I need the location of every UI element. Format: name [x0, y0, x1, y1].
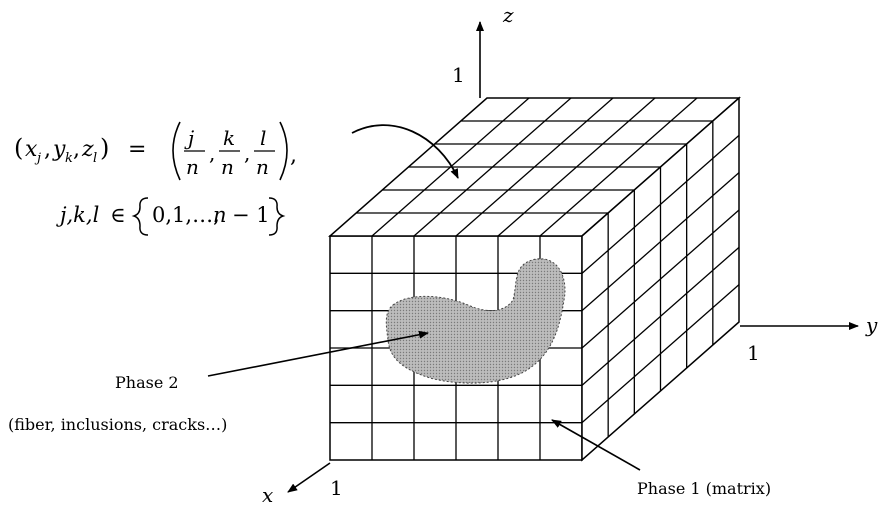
phase2-title: Phase 2	[115, 373, 179, 392]
formula-element-of: ∈	[110, 203, 126, 227]
formula-pointer-arrow	[351, 124, 459, 179]
formula-frac2-num: k	[223, 126, 235, 150]
formula-index-set: j,k,l	[56, 203, 99, 227]
formula-comma-4: ,	[244, 141, 250, 165]
z-tick-label: 1	[452, 63, 465, 87]
phase1-label: Phase 1 (matrix)	[637, 479, 771, 498]
formula-lhs-close: )	[100, 134, 109, 162]
phase1-pointer-arrow	[551, 419, 641, 471]
formula-lhs-y: y	[52, 137, 66, 162]
axes: z y x 1 1 1	[262, 3, 878, 507]
formula-brace-right	[268, 197, 286, 236]
formula-lhs-x: x	[25, 137, 38, 162]
formula-comma-2: ,	[73, 137, 80, 162]
formula-frac3-den: n	[256, 155, 269, 179]
formula-frac1-num: j	[184, 126, 194, 150]
phase-labels: Phase 2 (fiber, inclusions, cracks…) Pha…	[8, 373, 771, 498]
y-tick-label: 1	[747, 341, 760, 365]
x-axis	[287, 462, 331, 493]
formula-big-paren-right	[279, 121, 288, 181]
formula-brace-left	[131, 197, 149, 236]
y-axis-label: y	[865, 313, 878, 337]
formula-frac3-num: l	[260, 126, 266, 150]
formula-lhs-z: z	[81, 137, 94, 162]
formula-set-tail: − 1	[232, 203, 270, 227]
grid-formula: ( x j , y k , z l ) = j n , k n , l n , …	[14, 121, 297, 236]
formula-trailing-comma: ,	[290, 143, 297, 168]
phase2-inclusion	[385, 258, 566, 384]
formula-lhs-x-sub: j	[34, 151, 41, 166]
formula-set-content: 0,1,…,	[152, 203, 220, 227]
formula-equals: =	[128, 137, 146, 162]
formula-lhs-y-sub: k	[65, 151, 73, 166]
formula-lhs-open: (	[14, 134, 23, 162]
formula-comma-3: ,	[209, 141, 215, 165]
z-axis-label: z	[502, 3, 514, 27]
formula-lhs-z-sub: l	[93, 151, 97, 166]
phase2-pointer-arrow	[207, 330, 429, 377]
formula-set-n: n	[213, 203, 227, 227]
x-tick-label: 1	[330, 476, 343, 500]
formula-comma-1: ,	[44, 137, 51, 162]
formula-frac1-den: n	[186, 155, 199, 179]
phase2-detail: (fiber, inclusions, cracks…)	[8, 415, 227, 434]
formula-big-paren-left	[172, 121, 181, 181]
x-axis-label: x	[262, 483, 273, 507]
formula-frac2-den: n	[221, 155, 234, 179]
